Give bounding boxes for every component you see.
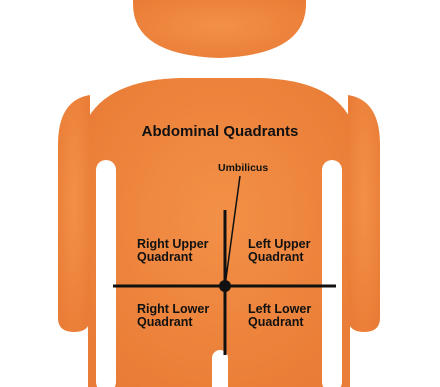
diagram-title: Abdominal Quadrants: [0, 124, 440, 140]
left-upper-line-2: Quadrant: [248, 251, 311, 264]
right-upper-quadrant-label: Right Upper Quadrant: [137, 238, 209, 264]
left-upper-quadrant-label: Left Upper Quadrant: [248, 238, 311, 264]
umbilicus-dot: [219, 280, 231, 292]
leg-gap: [212, 350, 228, 387]
arm-gap-right: [96, 160, 116, 387]
left-lower-quadrant-label: Left Lower Quadrant: [248, 303, 311, 329]
arm-gap-left: [322, 160, 342, 387]
right-upper-line-2: Quadrant: [137, 251, 209, 264]
left-lower-line-2: Quadrant: [248, 316, 311, 329]
right-lower-quadrant-label: Right Lower Quadrant: [137, 303, 209, 329]
head: [133, 0, 306, 58]
right-lower-line-2: Quadrant: [137, 316, 209, 329]
umbilicus-label: Umbilicus: [218, 163, 268, 174]
